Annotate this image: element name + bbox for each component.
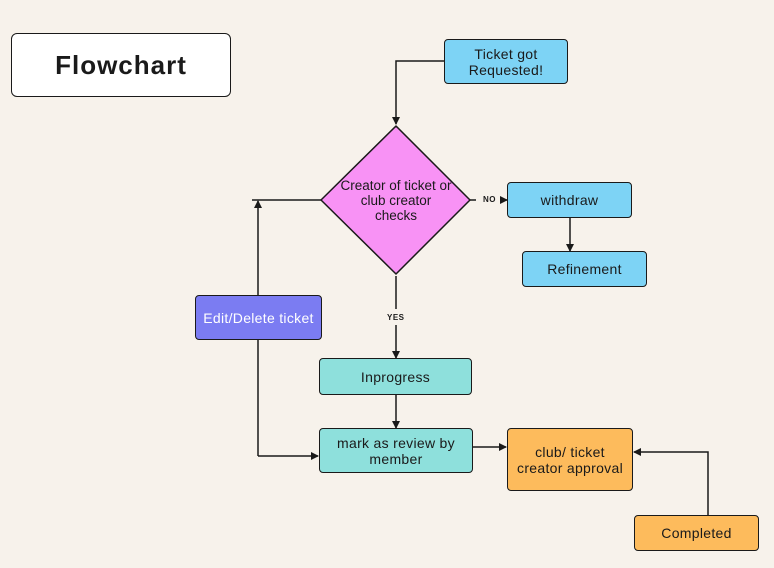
node-refinement[interactable]: Refinement (522, 251, 647, 287)
edge-label-yes: YES (387, 313, 405, 322)
edge-label-no: NO (483, 195, 496, 204)
node-approval[interactable]: club/ ticket creator approval (507, 428, 633, 491)
edge-request-to-decision (392, 60, 444, 125)
node-withdraw[interactable]: withdraw (507, 182, 632, 218)
page-title: Flowchart (11, 33, 231, 97)
node-inprogress[interactable]: Inprogress (319, 358, 472, 395)
node-ticket-requested[interactable]: Ticket got Requested! (444, 39, 568, 84)
node-completed[interactable]: Completed (634, 515, 759, 551)
decision-diamond (320, 125, 471, 275)
node-decision-label[interactable]: Creator of ticket or club creator checks (340, 177, 452, 223)
edge-completed-to-approval (633, 448, 709, 515)
node-edit-delete[interactable]: Edit/Delete ticket (195, 295, 322, 340)
node-mark-review[interactable]: mark as review by member (319, 428, 473, 473)
